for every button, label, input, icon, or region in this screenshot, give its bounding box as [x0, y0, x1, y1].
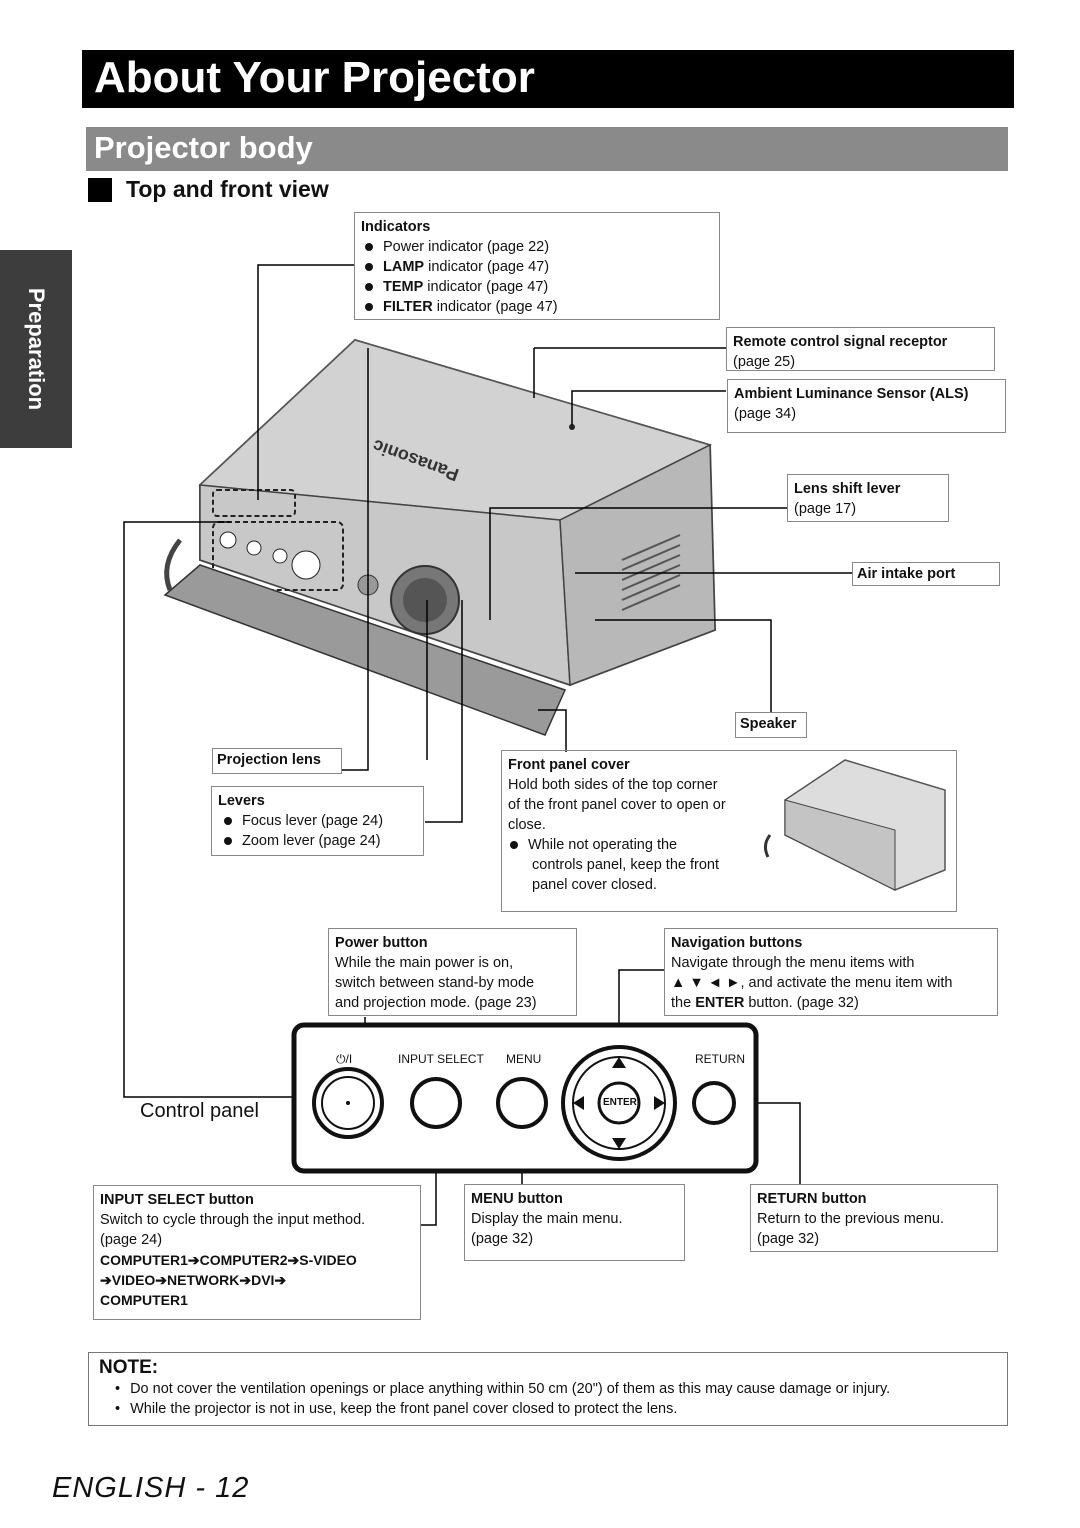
note-item: •Do not cover the ventilation openings o… — [115, 1381, 891, 1397]
bullet-icon — [365, 303, 373, 311]
bullet-icon — [365, 243, 373, 251]
control-panel-label: Control panel — [140, 1100, 259, 1122]
menu-label: MENU — [506, 1052, 542, 1066]
section-title: Projector body — [86, 127, 1008, 171]
control-panel-illustration — [291, 1022, 759, 1174]
bullet-icon — [365, 283, 373, 291]
navigation-buttons-callout: Navigation buttons Navigate through the … — [664, 928, 998, 1016]
square-bullet-icon — [88, 177, 112, 202]
indicator-item: LAMP indicator (page 47) — [361, 257, 713, 277]
bullet-icon — [365, 263, 373, 271]
levers-callout: Levers Focus lever (page 24) Zoom lever … — [211, 786, 424, 856]
air-intake-callout: Air intake port — [852, 562, 1000, 586]
brand-logo: Panasonic — [370, 435, 461, 485]
return-label: RETURN — [695, 1052, 745, 1066]
lens-shift-callout: Lens shift lever (page 17) — [787, 474, 949, 522]
indicator-item: Power indicator (page 22) — [361, 237, 713, 257]
remote-receptor-callout: Remote control signal receptor (page 25) — [726, 327, 995, 371]
power-button-callout: Power button While the main power is on,… — [328, 928, 577, 1016]
subsection-heading-text: Top and front view — [126, 176, 329, 202]
indicator-item: FILTER indicator (page 47) — [361, 297, 713, 317]
page-footer: ENGLISH - 12 — [52, 1472, 250, 1504]
page-title: About Your Projector — [82, 50, 1014, 108]
power-symbol-label: ⏻/I — [336, 1052, 353, 1066]
bullet-icon — [510, 841, 518, 849]
note-box: NOTE: •Do not cover the ventilation open… — [88, 1352, 1008, 1426]
indicators-heading: Indicators — [361, 219, 431, 235]
als-callout: Ambient Luminance Sensor (ALS) (page 34) — [727, 379, 1006, 433]
indicator-item: TEMP indicator (page 47) — [361, 277, 713, 297]
side-tab-label: Preparation — [24, 287, 49, 411]
return-button-callout: RETURN button Return to the previous men… — [750, 1184, 998, 1252]
side-tab-preparation: Preparation — [0, 250, 72, 448]
projection-lens-callout: Projection lens — [212, 748, 342, 774]
bullet-icon — [224, 837, 232, 845]
front-panel-cover-callout: Front panel cover Hold both sides of the… — [501, 750, 957, 912]
enter-label: ENTER — [603, 1097, 637, 1108]
input-select-button-callout: INPUT SELECT button Switch to cycle thro… — [93, 1185, 421, 1320]
projector-illustration: Panasonic — [163, 338, 717, 736]
note-heading: NOTE: — [99, 1357, 159, 1378]
indicators-callout: Indicators Power indicator (page 22) LAM… — [354, 212, 720, 320]
input-select-label: INPUT SELECT — [398, 1052, 484, 1066]
bullet-icon — [224, 817, 232, 825]
speaker-callout: Speaker — [735, 712, 807, 738]
menu-button-callout: MENU button Display the main menu. (page… — [464, 1184, 685, 1261]
subsection-heading: Top and front view — [88, 176, 329, 203]
note-item: •While the projector is not in use, keep… — [115, 1401, 678, 1417]
